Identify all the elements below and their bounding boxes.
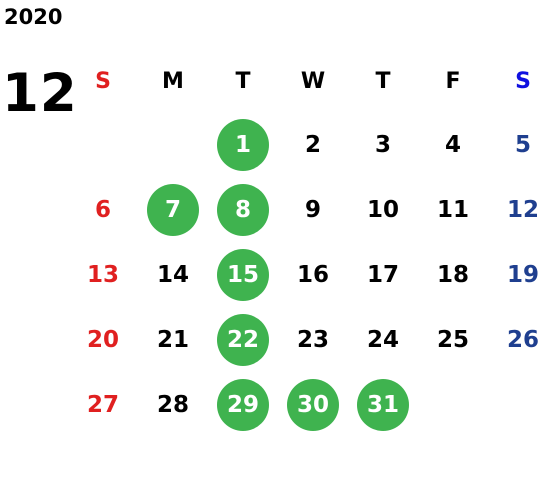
- month-label: 12: [2, 63, 78, 124]
- day-cell[interactable]: 26: [488, 313, 548, 367]
- day-number: 12: [506, 196, 539, 223]
- day-number: 2: [304, 131, 321, 158]
- day-number: 29: [217, 378, 269, 431]
- empty-day-cell: [68, 118, 138, 172]
- day-cell[interactable]: 20: [68, 313, 138, 367]
- week-row: 1 2 3 4 5: [68, 112, 548, 177]
- day-number: 19: [506, 261, 539, 288]
- day-number: 5: [514, 131, 531, 158]
- day-cell[interactable]: 18: [418, 248, 488, 302]
- day-number: 6: [94, 196, 111, 223]
- day-number: 28: [156, 391, 189, 418]
- highlighted-day-cell[interactable]: 8: [208, 183, 278, 237]
- day-cell[interactable]: 21: [138, 313, 208, 367]
- highlighted-day-cell[interactable]: 15: [208, 248, 278, 302]
- week-row: 27 28 29 30 31: [68, 372, 548, 437]
- day-cell[interactable]: 5: [488, 118, 548, 172]
- day-cell[interactable]: 28: [138, 378, 208, 432]
- day-number: 11: [436, 196, 469, 223]
- day-cell[interactable]: 25: [418, 313, 488, 367]
- day-cell[interactable]: 17: [348, 248, 418, 302]
- day-cell[interactable]: 3: [348, 118, 418, 172]
- day-cell[interactable]: 9: [278, 183, 348, 237]
- day-cell[interactable]: 11: [418, 183, 488, 237]
- day-number: 21: [156, 326, 189, 353]
- year-label: 2020: [4, 5, 63, 29]
- weekday-monday: M: [162, 68, 184, 94]
- day-number: 27: [86, 391, 119, 418]
- day-number: 4: [444, 131, 461, 158]
- day-number: 20: [86, 326, 119, 353]
- day-cell[interactable]: 14: [138, 248, 208, 302]
- day-cell[interactable]: 6: [68, 183, 138, 237]
- weekday-header-row: S M T W T F S: [68, 50, 548, 112]
- highlighted-day-cell[interactable]: 1: [208, 118, 278, 172]
- day-number: 10: [366, 196, 399, 223]
- day-number: 23: [296, 326, 329, 353]
- day-number: 7: [147, 183, 199, 236]
- day-cell[interactable]: 27: [68, 378, 138, 432]
- week-row: 13 14 15 16 17 18 19: [68, 242, 548, 307]
- day-cell[interactable]: 19: [488, 248, 548, 302]
- day-cell[interactable]: 2: [278, 118, 348, 172]
- day-number: 8: [217, 183, 269, 236]
- weekday-saturday: S: [515, 68, 531, 94]
- day-cell[interactable]: 23: [278, 313, 348, 367]
- day-number: 17: [366, 261, 399, 288]
- day-number: 18: [436, 261, 469, 288]
- weekday-wednesday: W: [300, 68, 326, 94]
- day-cell[interactable]: 13: [68, 248, 138, 302]
- day-number: 3: [374, 131, 391, 158]
- day-number: 25: [436, 326, 469, 353]
- day-cell[interactable]: 16: [278, 248, 348, 302]
- weekday-tuesday: T: [235, 68, 251, 94]
- highlighted-day-cell[interactable]: 29: [208, 378, 278, 432]
- empty-day-cell: [138, 118, 208, 172]
- day-number: 9: [304, 196, 321, 223]
- highlighted-day-cell[interactable]: 30: [278, 378, 348, 432]
- day-number: 16: [296, 261, 329, 288]
- day-number: 24: [366, 326, 399, 353]
- day-number: 14: [156, 261, 189, 288]
- week-row: 20 21 22 23 24 25 26: [68, 307, 548, 372]
- day-cell[interactable]: 24: [348, 313, 418, 367]
- day-number: 31: [357, 378, 409, 431]
- highlighted-day-cell[interactable]: 22: [208, 313, 278, 367]
- day-number: 22: [217, 313, 269, 366]
- weekday-friday: F: [445, 68, 461, 94]
- weekday-thursday: T: [375, 68, 391, 94]
- highlighted-day-cell[interactable]: 7: [138, 183, 208, 237]
- highlighted-day-cell[interactable]: 31: [348, 378, 418, 432]
- empty-day-cell: [488, 378, 548, 432]
- day-cell[interactable]: 12: [488, 183, 548, 237]
- empty-day-cell: [418, 378, 488, 432]
- day-number: 15: [217, 248, 269, 301]
- day-number: 30: [287, 378, 339, 431]
- day-number: 13: [86, 261, 119, 288]
- day-cell[interactable]: 4: [418, 118, 488, 172]
- day-cell[interactable]: 10: [348, 183, 418, 237]
- weekday-sunday: S: [95, 68, 111, 94]
- day-number: 1: [217, 118, 269, 171]
- day-number: 26: [506, 326, 539, 353]
